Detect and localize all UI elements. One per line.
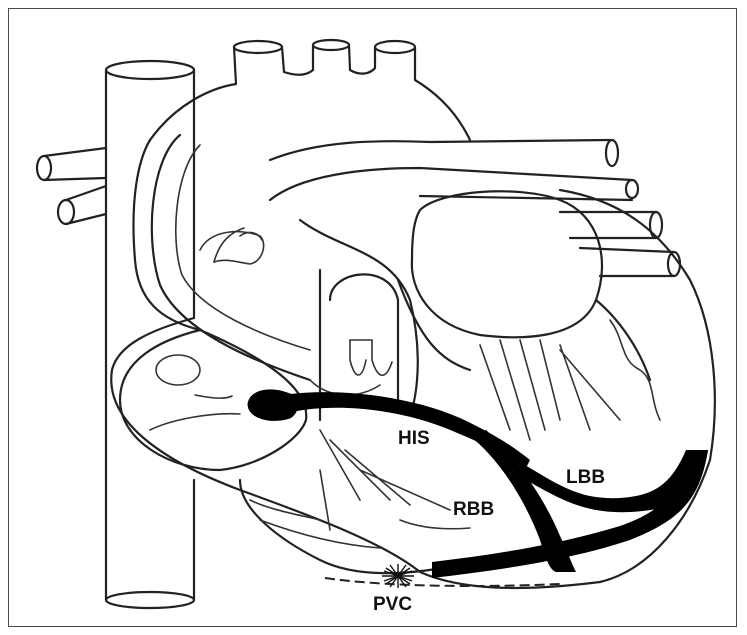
label-his: HIS [398, 428, 430, 449]
label-lbb: LBB [566, 467, 605, 488]
heart-outline [111, 140, 715, 588]
aortic-arch [150, 40, 470, 140]
conduction-system [248, 390, 708, 578]
label-rbb: RBB [453, 499, 494, 520]
aortic-root [300, 220, 418, 420]
left-atrium [398, 191, 660, 440]
right-ventricle [120, 330, 480, 573]
label-pvc: PVC [373, 594, 412, 615]
pulmonary-veins-right [37, 148, 106, 224]
